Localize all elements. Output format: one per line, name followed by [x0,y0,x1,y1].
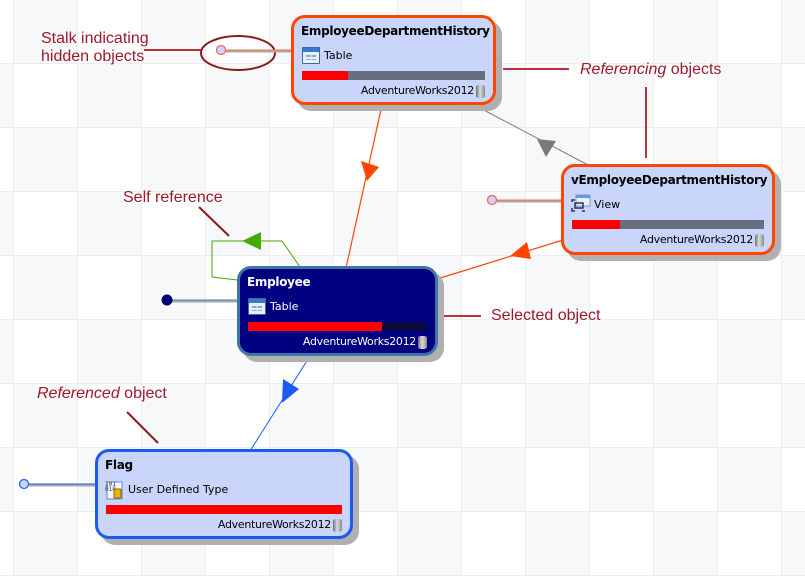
arrowhead [510,242,531,259]
node-type-label: User Defined Type [128,482,229,496]
user-defined-type-icon: 101 010 [105,481,124,499]
arrowhead [242,232,261,250]
arrowhead [361,161,379,181]
database-icon [418,335,427,349]
node-progress-fill [248,322,383,331]
node-progress-bar [302,71,485,80]
node-title: vEmployeeDepartmentHistory [571,173,768,187]
edge-vedh-to-edh[interactable] [477,106,591,167]
annotation-selected-object: Selected object [491,307,601,324]
node-type: View [571,193,764,215]
annotation-italic: Referenced [37,385,120,402]
stalk-handle[interactable] [215,44,227,56]
node-progress-fill [302,71,348,80]
database-icon [755,233,764,247]
node-v-employee-department-history[interactable]: vEmployeeDepartmentHistory View Adventur… [561,164,775,255]
node-progress-fill [572,220,620,229]
svg-text:010: 010 [105,486,116,493]
annotation-stalk-line1: Stalk indicating [41,30,149,47]
node-employee[interactable]: Employee Table AdventureWorks2012 [237,266,438,356]
node-type: Table [302,44,485,66]
database-name: AdventureWorks2012 [217,518,331,531]
node-database: AdventureWorks2012 [302,83,485,99]
stalk-handle[interactable] [161,294,173,306]
node-type-label: View [594,197,621,211]
node-database: AdventureWorks2012 [248,334,427,350]
node-title: EmployeeDepartmentHistory [301,24,490,38]
node-progress-bar [572,220,764,229]
edge-vedh-to-employee[interactable] [436,239,564,280]
database-name: AdventureWorks2012 [639,233,753,246]
arrowhead [537,139,556,157]
database-name: AdventureWorks2012 [360,84,474,97]
node-type: Table [248,295,427,317]
node-database: AdventureWorks2012 [572,232,764,248]
table-icon [302,46,320,64]
stalk-handle[interactable] [486,194,498,206]
table-icon [248,297,266,315]
node-flag[interactable]: Flag 101 010 User Defined Type Adventure… [95,449,353,539]
database-icon [476,84,485,98]
annotation-text: objects [666,61,722,78]
referenced-callout-line [126,411,159,444]
stalk-vedh[interactable] [486,194,563,206]
node-title: Employee [247,275,311,289]
stalk-flag[interactable] [18,478,97,490]
edge-self-reference[interactable] [211,232,301,282]
node-type: 101 010 User Defined Type [105,478,342,500]
node-progress-bar [106,505,342,514]
stalk-employee[interactable] [161,294,238,306]
stalk-highlight-ellipse [200,35,276,71]
stalk-edh[interactable] [215,44,293,56]
stalk-handle[interactable] [18,478,30,490]
arrowhead [282,379,299,403]
node-database: AdventureWorks2012 [106,517,342,533]
annotation-referenced-object: Referenced object [37,385,167,403]
annotation-stalk: Stalk indicating [41,30,149,48]
annotation-italic: Referencing [580,61,667,78]
annotation-referencing-objects: Referencing objects [580,61,721,79]
view-icon [571,194,591,213]
node-progress-fill [106,505,342,514]
node-title: Flag [105,458,133,472]
node-employee-department-history[interactable]: EmployeeDepartmentHistory Table Adventur… [291,15,496,105]
node-progress-bar [248,322,427,331]
node-type-label: Table [324,48,353,62]
node-type-label: Table [270,299,299,313]
annotation-text: object [119,385,167,402]
svg-text:101: 101 [105,481,116,488]
annotation-self-reference: Self reference [123,189,223,206]
self-reference-callout-line [198,206,230,237]
annotation-stalk-line2: hidden objects [41,48,145,65]
edge-employee-to-flag[interactable] [249,355,311,452]
edge-edh-to-employee[interactable] [345,104,383,269]
database-icon [333,518,342,532]
database-name: AdventureWorks2012 [302,335,416,348]
